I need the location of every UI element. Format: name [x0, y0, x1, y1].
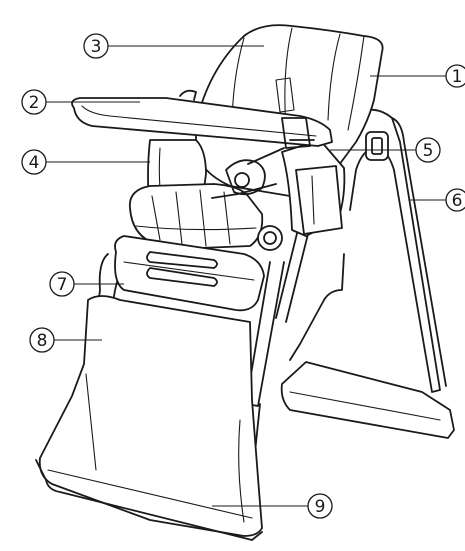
callout-1: 1: [445, 64, 465, 88]
callout-8-label: 8: [37, 331, 48, 351]
callout-4-label: 4: [29, 153, 40, 173]
callout-3-label: 3: [91, 37, 102, 57]
callout-1-label: 1: [452, 67, 463, 87]
callout-4: 4: [21, 149, 47, 175]
callout-5-label: 5: [423, 141, 434, 161]
rear-base: [280, 361, 455, 439]
callout-2: 2: [21, 89, 47, 115]
footrest: [114, 235, 265, 312]
callout-3: 3: [83, 33, 109, 59]
callout-9: 9: [307, 493, 333, 519]
height-adjust-handle: [365, 131, 389, 161]
callout-7: 7: [49, 271, 75, 297]
callout-6: 6: [445, 188, 465, 212]
tray: [71, 89, 333, 149]
callout-5: 5: [415, 137, 441, 163]
callout-2-label: 2: [29, 93, 40, 113]
front-base: [35, 295, 263, 541]
callout-6-label: 6: [452, 191, 463, 211]
callout-9-label: 9: [315, 497, 326, 517]
callout-7-label: 7: [57, 275, 68, 295]
side-knob: [257, 225, 283, 251]
callout-8: 8: [29, 327, 55, 353]
backrest: [195, 24, 384, 197]
harness-buckle: [211, 147, 285, 199]
